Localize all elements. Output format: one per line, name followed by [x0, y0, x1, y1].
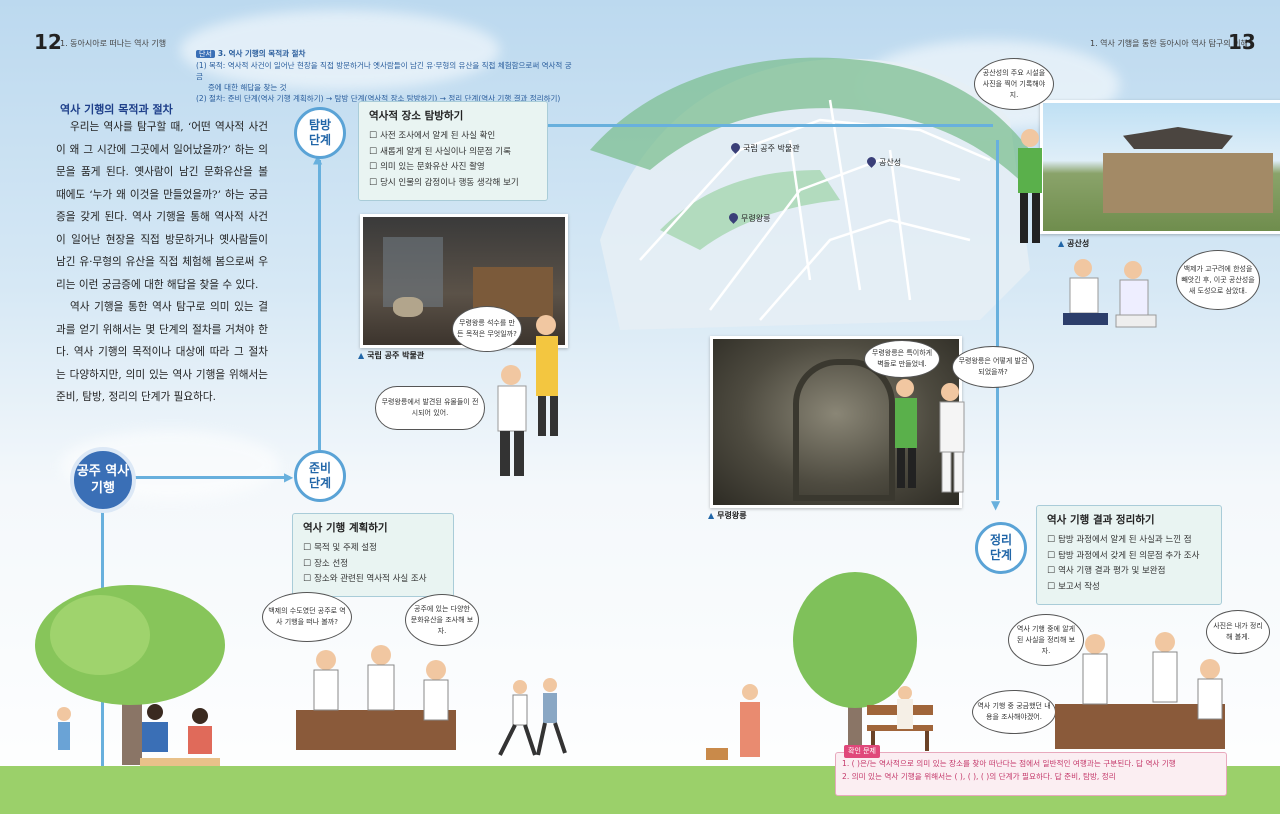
elderly-walker-illustration: [706, 684, 760, 760]
speech-bubble: 백제의 수도였던 공주로 역사 기행을 떠나 볼까?: [262, 592, 352, 642]
note-line: (2) 절차: 준비 단계(역사 기행 계획하기) → 탐방 단계(역사적 장소…: [196, 94, 561, 103]
prep-stage-title: 역사 기행 계획하기: [303, 522, 388, 534]
summary-item: 역사 기행 결과 평가 및 보완점: [1047, 564, 1211, 580]
visit-stage-box: 역사적 장소 탐방하기 사전 조사에서 알게 된 사실 확인 새롭게 알게 된 …: [358, 101, 548, 201]
summary-stage-circle: 정리 단계: [975, 522, 1027, 574]
speech-bubble: 공산성의 주요 시설을 사진을 찍어 기록해야지.: [974, 58, 1054, 110]
quiz-line: 2. 의미 있는 역사 기행을 위해서는 ( ), ( ), ( )의 단계가 …: [842, 772, 1116, 781]
joggers-illustration: [498, 678, 567, 756]
summary-stage-box: 역사 기행 결과 정리하기 탐방 과정에서 알게 된 사실과 느낀 점 탐방 과…: [1036, 505, 1222, 605]
arrow-up-icon: ▲: [313, 152, 323, 166]
cloud: [180, 10, 500, 90]
quiz-line: 1. ( )은/는 역사적으로 의미 있는 장소를 찾아 떠난다는 점에서 일반…: [842, 759, 1176, 768]
note-line: (1) 목적: 역사적 사건이 일어난 현장을 직접 방문하거나 옛사람들이 남…: [196, 61, 572, 81]
paragraph: 우리는 역사를 탐구할 때, ‘어떤 역사적 사건이 왜 그 시간에 그곳에서 …: [56, 121, 268, 291]
prep-item: 장소와 관련된 역사적 사실 조사: [303, 572, 443, 588]
tree-illustration: [793, 572, 917, 765]
bench-illustration: [867, 686, 933, 751]
speech-bubble: 무령왕릉은 어떻게 발견되었을까?: [952, 346, 1034, 388]
speech-bubble: 역사 기행 중 궁금했던 내용을 조사해야겠어.: [972, 690, 1056, 734]
speech-bubble: 무령왕릉 석수를 만든 목적은 무엇일까?: [452, 306, 522, 352]
flow-line: [996, 140, 999, 500]
arrow-right-icon: ▶: [284, 470, 294, 484]
quiz-box: 확인 문제 1. ( )은/는 역사적으로 의미 있는 장소를 찾아 떠난다는 …: [835, 745, 1227, 796]
main-circle: 공주 역사 기행: [70, 447, 136, 513]
left-page-number: 12: [34, 30, 62, 54]
student-illustration: [497, 315, 558, 476]
student-illustration: [1063, 259, 1157, 328]
visit-item: 새롭게 알게 된 사실이나 의문점 기록: [369, 145, 537, 161]
family-picnic-illustration: [57, 704, 220, 768]
flow-line: [130, 476, 290, 479]
students-at-table-illustration: [296, 645, 456, 750]
student-illustration: [895, 379, 965, 493]
paragraph: 역사 기행을 통한 역사 탐구로 의미 있는 결과를 얻기 위해서는 몇 단계의…: [56, 301, 268, 403]
prep-stage-box: 역사 기행 계획하기 목적 및 주제 설정 장소 선정 장소와 관련된 역사적 …: [292, 513, 454, 597]
summary-stage-title: 역사 기행 결과 정리하기: [1047, 514, 1155, 526]
flow-line: [548, 124, 993, 127]
visit-stage-title: 역사적 장소 탐방하기: [369, 110, 464, 122]
body-text: 우리는 역사를 탐구할 때, ‘어떤 역사적 사건이 왜 그 시간에 그곳에서 …: [56, 116, 268, 409]
fortress-photo: [1040, 100, 1280, 234]
speech-bubble: 역사 기행 중에 알게 된 사실을 정리해 보자.: [1008, 614, 1084, 666]
summary-item: 보고서 작성: [1047, 580, 1211, 596]
student-illustration: [1018, 129, 1042, 243]
speech-bubble: 백제가 고구려에 한성을 빼앗긴 후, 이곳 공산성을 새 도성으로 삼았대.: [1176, 250, 1260, 310]
visit-item: 사전 조사에서 알게 된 사실 확인: [369, 129, 537, 145]
gongju-map: [590, 57, 1030, 330]
museum-caption: ▲국립 공주 박물관: [358, 351, 425, 360]
summary-item: 탐방 과정에서 알게 된 사실과 느낀 점: [1047, 533, 1211, 549]
speech-bubble: 무령왕릉은 특이하게 벽돌로 만들었네.: [864, 340, 940, 378]
left-running-title: 1. 동아시아로 떠나는 역사 기행: [60, 39, 167, 48]
right-running-title: 1. 역사 기행을 통한 동아시아 역사 탐구의 이해: [1090, 39, 1248, 48]
note-line: 증에 대한 해답을 찾는 것: [208, 83, 287, 92]
note-tag: 단서: [196, 50, 215, 58]
prep-item: 목적 및 주제 설정: [303, 541, 443, 557]
visit-item: 의미 있는 문화유산 사진 촬영: [369, 160, 537, 176]
tomb-caption: ▲무령왕릉: [708, 511, 747, 520]
quiz-tag: 확인 문제: [844, 745, 880, 758]
note-title: 3. 역사 기행의 목적과 절차: [217, 49, 306, 58]
visit-item: 당시 인물의 감정이나 행동 생각해 보기: [369, 176, 537, 192]
map-label-tomb: 무령왕릉: [741, 214, 771, 223]
speech-bubble: 사진은 내가 정리해 볼게.: [1206, 610, 1270, 654]
prep-stage-circle: 준비 단계: [294, 450, 346, 502]
arrow-down-icon: ▼: [991, 498, 1001, 512]
right-page-number: 13: [1228, 30, 1256, 54]
students-at-table-illustration: [1055, 632, 1225, 749]
speech-bubble: 공주에 있는 다양한 문화유산을 조사해 보자.: [405, 594, 479, 646]
tree-illustration: [35, 585, 225, 765]
speech-bubble: 무령왕릉에서 발견된 유물들이 전시되어 있어.: [375, 386, 485, 430]
map-label-museum: 국립 공주 박물관: [743, 144, 800, 153]
flow-line: [318, 160, 321, 450]
summary-item: 탐방 과정에서 갖게 된 의문점 추가 조사: [1047, 549, 1211, 565]
visit-stage-circle: 탐방 단계: [294, 107, 346, 159]
section-title: 역사 기행의 목적과 절차: [60, 103, 173, 116]
map-label-fortress: 공산성: [879, 158, 902, 167]
fortress-caption: ▲공산성: [1058, 239, 1090, 248]
prep-item: 장소 선정: [303, 557, 443, 573]
